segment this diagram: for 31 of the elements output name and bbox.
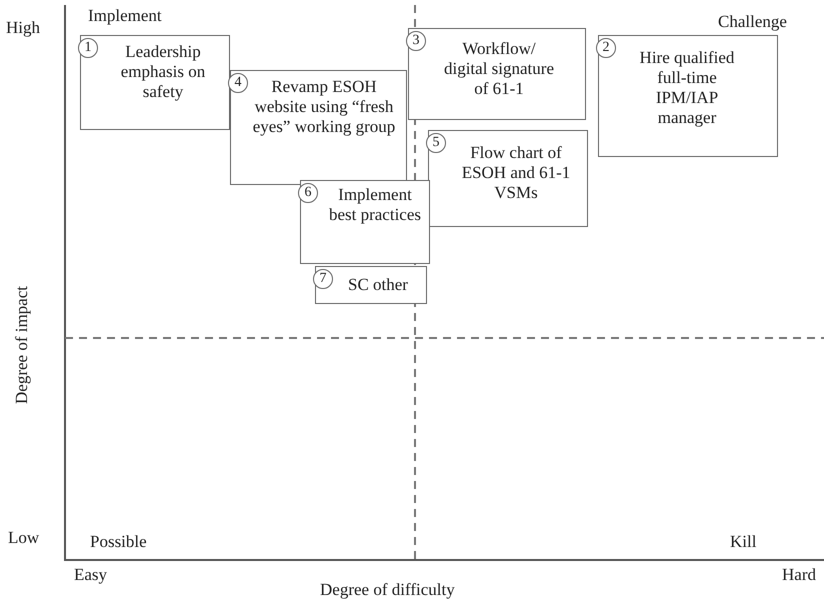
quadrant-label: Possible bbox=[90, 532, 147, 552]
idea-text: Revamp ESOH website using “fresh eyes” working group bbox=[252, 77, 396, 137]
idea-box bbox=[408, 28, 586, 120]
item-number: 3 bbox=[406, 31, 426, 51]
item-number: 6 bbox=[298, 183, 318, 203]
idea-box bbox=[80, 35, 230, 130]
axis-title: Degree of difficulty bbox=[320, 580, 455, 600]
item-number: 1 bbox=[78, 38, 98, 58]
idea-box bbox=[230, 70, 407, 185]
idea-text: SC other bbox=[347, 275, 409, 295]
axis-title: Degree of impact bbox=[12, 286, 32, 404]
idea-box bbox=[598, 35, 778, 157]
quadrant-label: Kill bbox=[730, 532, 756, 552]
idea-text: Workflow/ digital signature of 61-1 bbox=[442, 39, 555, 99]
idea-box bbox=[315, 266, 427, 304]
idea-text: Flow chart of ESOH and 61-1 VSMs bbox=[460, 143, 572, 203]
item-number: 7 bbox=[313, 269, 333, 289]
item-number: 5 bbox=[426, 133, 446, 153]
quadrant-label: Challenge bbox=[718, 12, 787, 32]
item-number: 4 bbox=[228, 73, 248, 93]
idea-text: Hire qualified full-time IPM/IAP manager bbox=[638, 48, 736, 128]
quadrant-label: Implement bbox=[88, 6, 162, 26]
idea-text: Implement best practices bbox=[328, 185, 422, 225]
idea-box bbox=[300, 180, 430, 264]
axis-tick-label: Hard bbox=[782, 565, 816, 585]
axis-tick-label: High bbox=[6, 18, 40, 38]
axis-tick-label: Low bbox=[8, 528, 40, 548]
axis-tick-label: Easy bbox=[74, 565, 108, 585]
item-number: 2 bbox=[596, 38, 616, 58]
idea-text: Leadership emphasis on safety bbox=[120, 42, 206, 102]
idea-box bbox=[428, 130, 588, 227]
